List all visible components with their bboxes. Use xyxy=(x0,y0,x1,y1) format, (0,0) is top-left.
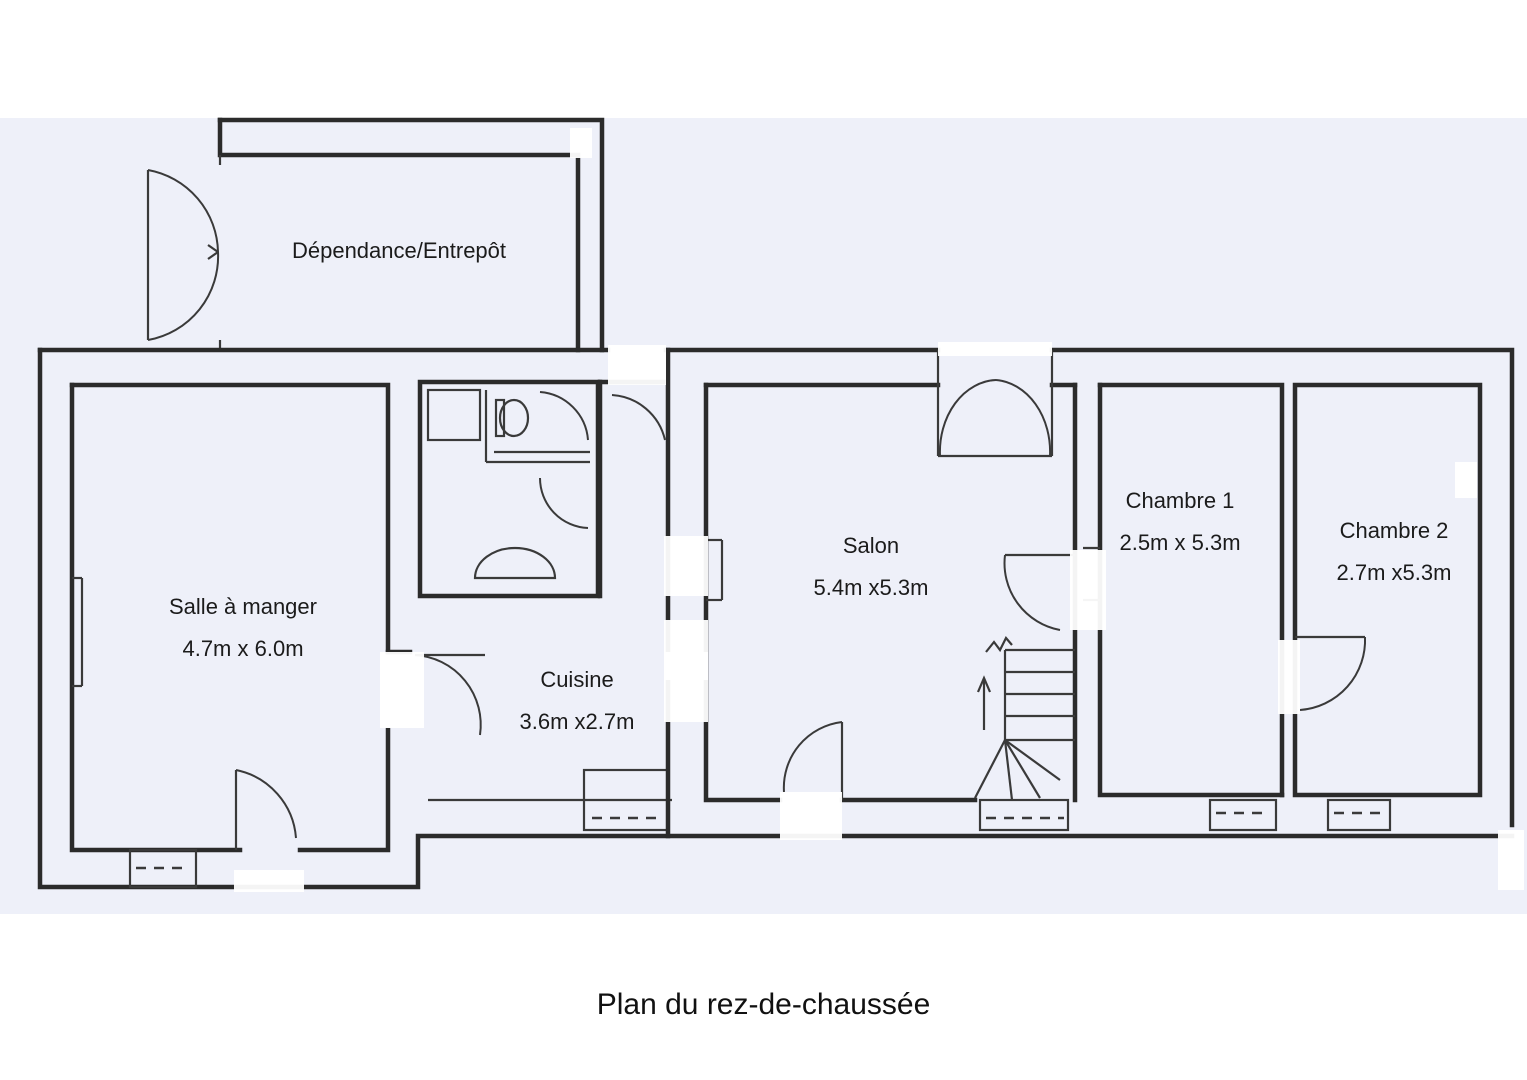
room-label-cuisine: Cuisine 3.6m x2.7m xyxy=(520,659,635,743)
bathroom-block xyxy=(417,379,601,599)
dining-room-walls xyxy=(69,382,391,889)
outbuilding-double-door xyxy=(146,169,220,341)
room-label-chambre-1: Chambre 1 2.5m x 5.3m xyxy=(1119,480,1240,564)
plan-caption: Plan du rez-de-chaussée xyxy=(596,988,931,1021)
room-dims-cuisine: 3.6m x2.7m xyxy=(519,709,635,734)
room-dims-salon: 5.4m x5.3m xyxy=(813,575,929,600)
room-name-salon: Salon xyxy=(842,533,900,558)
room-label-dependance: Dépendance/Entrepôt xyxy=(292,238,506,264)
bedroom-walls xyxy=(1083,382,1483,832)
correction-marks xyxy=(234,128,1524,892)
room-name-chambre-1: Chambre 1 xyxy=(1125,488,1235,513)
floor-plan-sheet xyxy=(0,118,1527,914)
room-label-salle-a-manger: Salle à manger 4.7m x 6.0m xyxy=(169,586,317,670)
outbuilding-walls xyxy=(217,117,605,353)
room-name-dependance: Dépendance/Entrepôt xyxy=(291,238,507,263)
room-name-chambre-2: Chambre 2 xyxy=(1339,518,1449,543)
room-label-chambre-2: Chambre 2 2.7m x5.3m xyxy=(1337,510,1452,594)
room-label-salon: Salon 5.4m x5.3m xyxy=(814,525,929,609)
room-dims-chambre-1: 2.5m x 5.3m xyxy=(1119,530,1241,555)
room-dims-salle-a-manger: 4.7m x 6.0m xyxy=(182,636,304,661)
kitchen-walls xyxy=(385,379,672,832)
room-name-cuisine: Cuisine xyxy=(540,667,614,692)
room-name-salle-a-manger: Salle à manger xyxy=(169,594,317,619)
room-dims-chambre-2: 2.7m x5.3m xyxy=(1336,560,1452,585)
